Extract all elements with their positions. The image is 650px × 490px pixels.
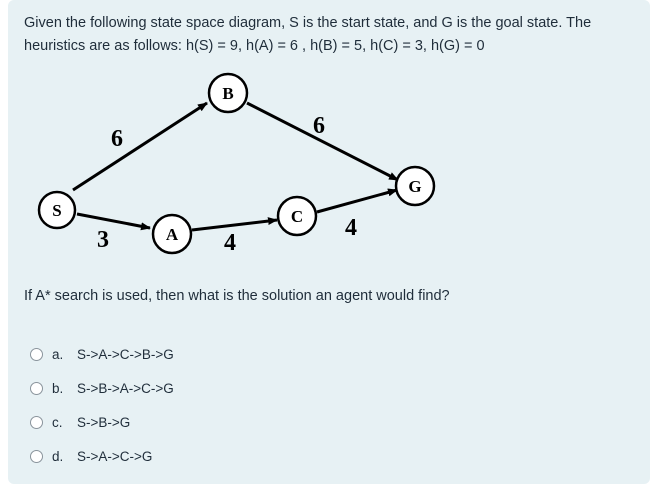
edge-b-g (246, 101, 399, 182)
option-a-radio[interactable] (30, 347, 43, 361)
weight-c-g: 4 (345, 215, 357, 241)
option-d-letter: d. (52, 448, 64, 464)
node-c: C (276, 195, 318, 237)
edge-c-g (316, 188, 398, 214)
node-g-label: G (408, 177, 421, 196)
node-b: B (207, 72, 249, 114)
option-a[interactable]: a. S->A->C->B->G (30, 337, 174, 371)
option-b[interactable]: b. S->B->A->C->G (30, 371, 174, 405)
question-line-2: heuristics are as follows: h(S) = 9, h(A… (24, 38, 485, 54)
weight-s-b: 6 (111, 126, 123, 152)
question-line-1: Given the following state space diagram,… (24, 15, 592, 31)
option-d-radio[interactable] (30, 449, 43, 463)
edge-s-a (76, 212, 151, 231)
question-prompt: If A* search is used, then what is the s… (24, 288, 450, 304)
edge-s-b (72, 101, 208, 192)
option-b-text: S->B->A->C->G (77, 380, 174, 396)
node-g: G (394, 165, 436, 207)
option-b-radio[interactable] (30, 381, 43, 395)
node-b-label: B (222, 84, 233, 103)
option-a-text: S->A->C->B->G (77, 346, 174, 362)
option-d[interactable]: d. S->A->C->G (30, 439, 174, 473)
weight-s-a: 3 (97, 227, 109, 253)
node-s: S (37, 190, 77, 230)
option-c[interactable]: c. S->B->G (30, 405, 174, 439)
question-text: Given the following state space diagram,… (24, 12, 636, 58)
question-card (8, 0, 650, 484)
node-a-label: A (166, 225, 179, 244)
node-s-label: S (52, 201, 61, 220)
edge-a-c (191, 217, 278, 232)
option-c-radio[interactable] (30, 415, 43, 429)
option-c-letter: c. (52, 414, 63, 430)
node-a: A (151, 213, 193, 255)
answer-options: a. S->A->C->B->G b. S->B->A->C->G c. S->… (30, 337, 174, 473)
weight-a-c: 4 (224, 230, 236, 256)
node-c-label: C (291, 207, 303, 226)
option-d-text: S->A->C->G (77, 448, 153, 464)
option-a-letter: a. (52, 346, 64, 362)
option-b-letter: b. (52, 380, 64, 396)
weight-b-g: 6 (313, 113, 325, 139)
option-c-text: S->B->G (77, 414, 131, 430)
